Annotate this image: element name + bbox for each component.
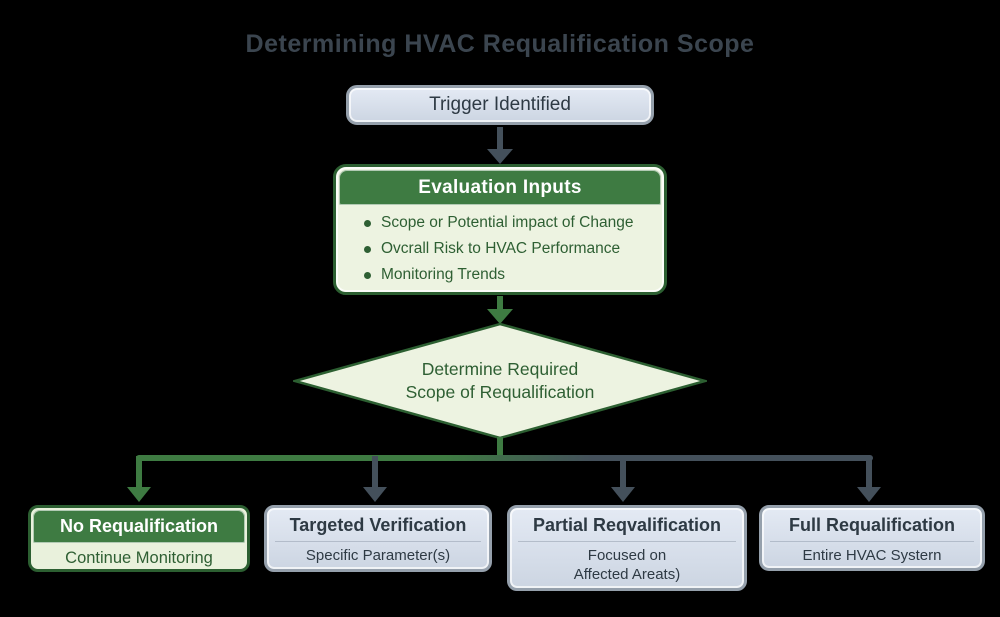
arrow-head-icon [127,487,151,502]
arrow-head-icon [857,487,881,502]
outcome-subtitle: Focused on Affected Areats) [573,547,681,583]
outcome-divider [770,541,974,542]
arrow-shaft [497,296,503,309]
node-evaluation-inputs: Evaluation Inputs Scope or Potential imp… [333,164,667,295]
arrow-to-partial-requalification [611,456,635,502]
arrow-to-full-requalification [857,456,881,502]
outcome-title: No Requalification [33,510,245,543]
connector-stub [497,437,503,457]
decision-line2: Scope of Requalification [405,382,595,402]
bullet-item: Monitoring Trends [364,266,664,284]
outcome-title: Targeted Verification [289,515,467,535]
bullet-item: Ovcrall Risk to HVAC Performance [364,240,664,258]
arrow-to-no-requalification [127,456,151,502]
trigger-label: Trigger Identified [429,94,571,115]
connector-horizontal-bar [136,455,873,461]
node-decision-diamond: Determine Required Scope of Requalificat… [293,322,707,440]
arrow-head-icon [487,149,513,164]
page-title: Determining HVAC Requalification Scope [245,30,755,58]
outcome-subtitle: Entire HVAC Systern [802,547,942,564]
outcome-divider [518,541,736,542]
node-no-requalification: No Requalification Continue Monitoring [28,505,250,572]
decision-label: Determine Required Scope of Requalificat… [293,322,707,440]
arrow-head-icon [611,487,635,502]
arrow-evaluation-to-decision [487,296,513,324]
node-trigger-identified: Trigger Identified [346,85,654,125]
evaluation-header: Evaluation Inputs [339,170,661,205]
arrow-shaft [372,456,378,487]
outcome-title: Partial Reqvalification [532,515,722,535]
arrow-shaft [866,456,872,487]
arrow-head-icon [363,487,387,502]
bullet-item: Scope or Potential impact of Change [364,214,664,232]
decision-line1: Determine Required [421,359,579,379]
evaluation-bullet-list: Scope or Potential impact of Change Ovcr… [336,214,664,284]
arrow-to-targeted-verification [363,456,387,502]
node-partial-requalification: Partial Reqvalification Focused on Affec… [507,505,747,591]
arrow-shaft [620,456,626,487]
node-targeted-verification: Targeted Verification Specific Parameter… [264,505,492,572]
arrow-trigger-to-evaluation [487,127,513,164]
outcome-divider [275,541,481,542]
outcome-title: Full Requalification [788,515,955,535]
arrow-head-icon [487,309,513,324]
arrow-shaft [136,456,142,487]
arrow-shaft [497,127,503,149]
outcome-subtitle: Specific Parameter(s) [305,547,451,564]
outcome-subtitle: Continue Monitoring [65,549,213,567]
node-full-requalification: Full Requalification Entire HVAC Systern [759,505,985,571]
